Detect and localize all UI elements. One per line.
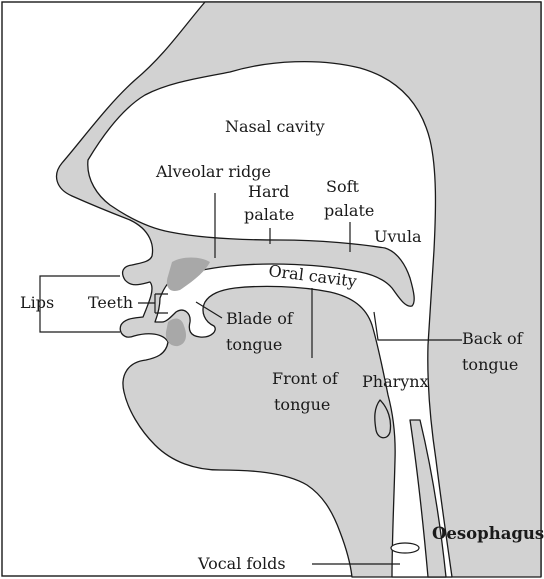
- label-front-of-tongue-2: tongue: [274, 395, 330, 414]
- label-vocal-folds: Vocal folds: [197, 554, 286, 573]
- label-nasal-cavity: Nasal cavity: [225, 117, 325, 136]
- label-soft-palate-2: palate: [324, 201, 374, 220]
- label-hard-palate-1: Hard: [248, 182, 289, 201]
- vocal-folds-shape: [391, 543, 419, 553]
- label-blade-of-tongue-2: tongue: [226, 335, 282, 354]
- label-teeth: Teeth: [88, 293, 133, 312]
- label-uvula: Uvula: [374, 227, 422, 246]
- label-front-of-tongue-1: Front of: [272, 369, 339, 388]
- label-lips: Lips: [20, 293, 54, 312]
- label-alveolar-ridge: Alveolar ridge: [155, 162, 271, 181]
- label-back-of-tongue-1: Back of: [462, 329, 524, 348]
- label-hard-palate-2: palate: [244, 205, 294, 224]
- label-pharynx: Pharynx: [362, 372, 429, 391]
- label-blade-of-tongue-1: Blade of: [226, 309, 294, 328]
- label-oesophagus: Oesophagus: [432, 524, 544, 543]
- label-soft-palate-1: Soft: [326, 177, 360, 196]
- label-back-of-tongue-2: tongue: [462, 355, 518, 374]
